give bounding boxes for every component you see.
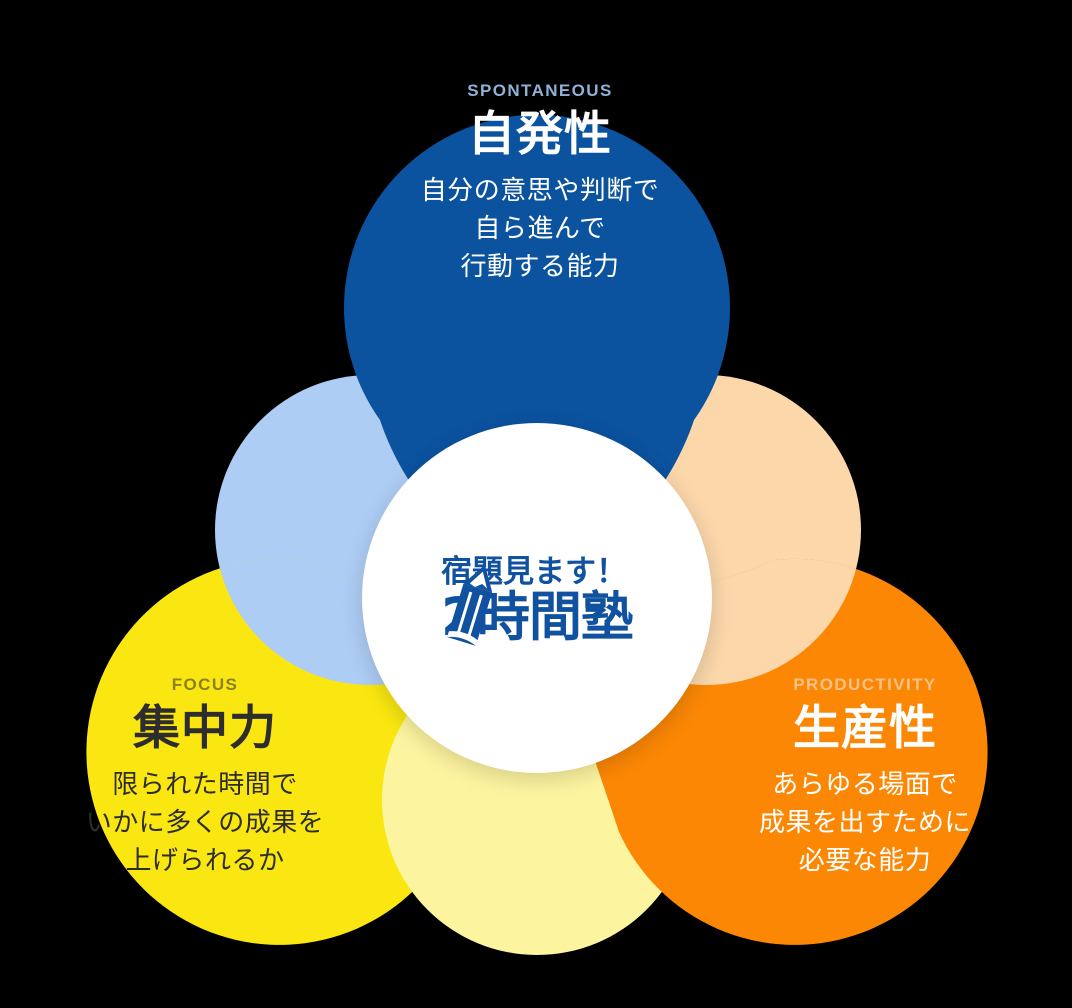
pencil-icon [447, 564, 493, 646]
center-logo-badge[interactable]: 宿題見ます！ 2時間塾 [362, 423, 712, 773]
